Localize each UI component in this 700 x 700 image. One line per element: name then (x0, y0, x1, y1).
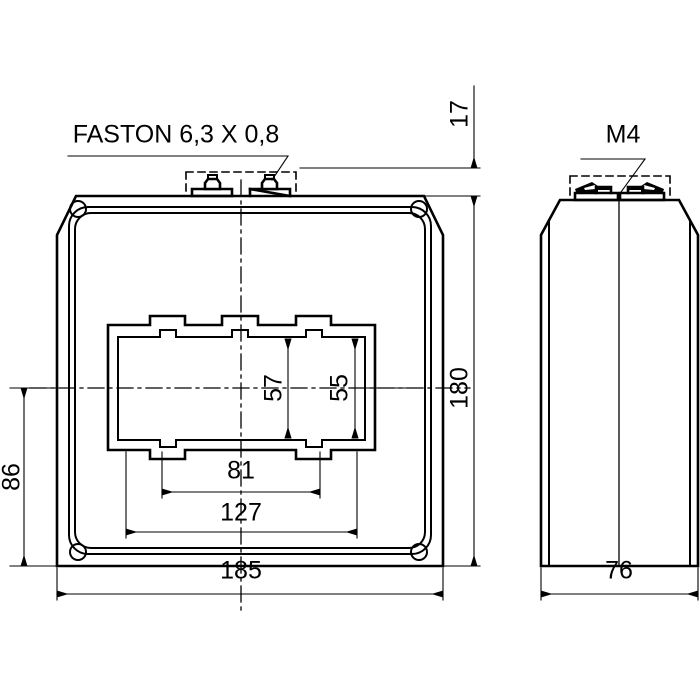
side-body-outline (539, 198, 700, 568)
front-view: FASTON 6,3 X 0,8 57 (0, 85, 481, 613)
mounting-hole-bottom-left (69, 543, 87, 561)
m4-screw-left-inner (598, 187, 611, 190)
housing-flange-inner (74, 212, 426, 549)
dimension-81: 81 (161, 451, 321, 499)
terminal-bracket-outer (106, 314, 377, 461)
faston-blade-right (260, 174, 279, 191)
faston-leader-line (67, 155, 290, 181)
m4-screw-right-wing-outer (641, 182, 664, 192)
dimension-81-text: 81 (227, 457, 255, 485)
m4-leader-line (580, 158, 647, 193)
mounting-hole-top-left (69, 200, 87, 218)
dimension-57: 57 (260, 338, 292, 439)
m4-screw-left-wing-outer (575, 182, 598, 192)
terminal-bracket-inner (117, 329, 366, 448)
dimension-57-text: 57 (260, 374, 288, 402)
dimension-55-text: 55 (326, 374, 354, 402)
dimension-185: 185 (56, 557, 444, 601)
dimension-17-text: 17 (446, 100, 474, 128)
side-view: M4 (539, 121, 700, 601)
dimension-185-text: 185 (220, 557, 262, 585)
dimension-17: 17 (299, 85, 481, 169)
faston-blade-left (203, 174, 222, 191)
mounting-hole-bottom-right (410, 543, 428, 561)
dimension-55: 55 (326, 338, 359, 439)
dimension-86-text: 86 (0, 463, 26, 491)
dimension-180-text: 180 (446, 367, 474, 409)
dimension-86: 86 (0, 387, 58, 567)
m4-screw-left-gap (584, 185, 596, 190)
dimension-180: 180 (423, 195, 481, 567)
housing-flange-outer (68, 206, 432, 555)
m4-terminal-group (569, 175, 671, 202)
m4-dashed-outline (569, 175, 671, 197)
dimension-127: 127 (125, 451, 358, 539)
m4-screw-right-gap (643, 185, 655, 190)
dimension-76: 76 (540, 557, 699, 601)
m4-screw-right-inner (628, 187, 641, 190)
dimension-76-text: 76 (605, 557, 633, 585)
mounting-hole-top-right (410, 200, 428, 218)
faston-label: FASTON 6,3 X 0,8 (73, 121, 280, 149)
faston-terminal-group (67, 155, 297, 198)
dimension-127-text: 127 (220, 499, 262, 527)
m4-label: M4 (606, 121, 641, 149)
